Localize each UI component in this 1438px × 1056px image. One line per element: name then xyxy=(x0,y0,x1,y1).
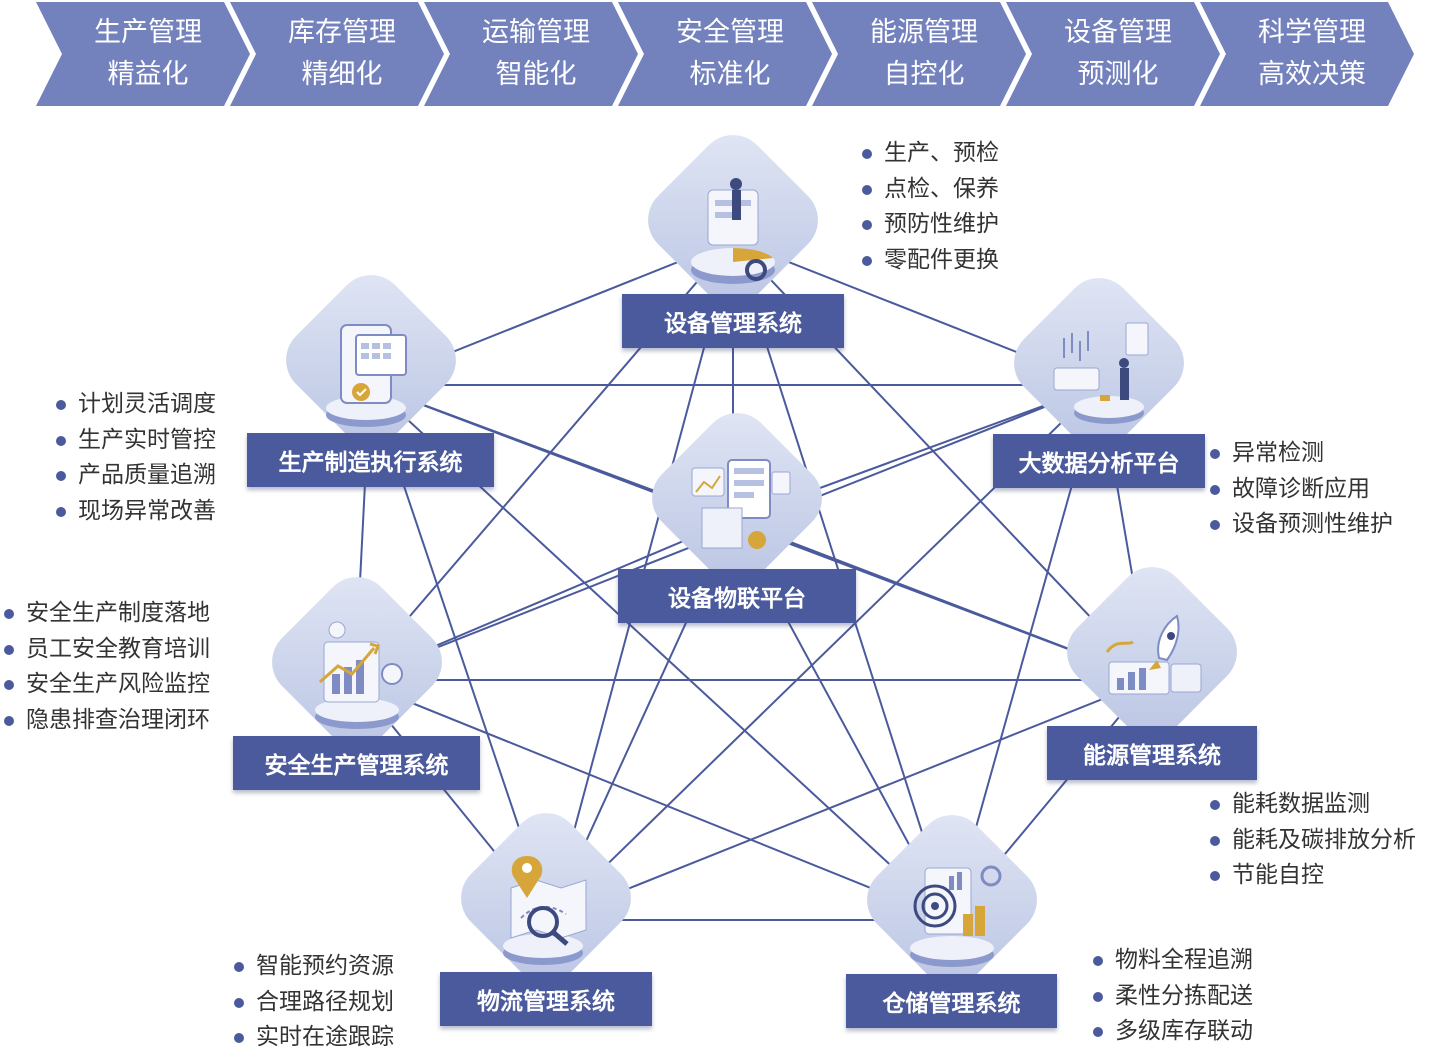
node-label: 物流管理系统 xyxy=(440,972,652,1026)
node-label: 设备物联平台 xyxy=(618,569,856,623)
feature-item: 设备预测性维护 xyxy=(1208,507,1393,543)
banner-step-title: 科学管理 xyxy=(1258,17,1366,48)
node-safety-production[interactable]: 安全生产管理系统 xyxy=(233,563,480,790)
node-label: 大数据分析平台 xyxy=(993,434,1205,488)
node-label: 设备管理系统 xyxy=(622,294,844,348)
banner-step-transport: 运输管理 智能化 xyxy=(424,2,638,106)
node-logistics-management[interactable]: 物流管理系统 xyxy=(440,799,652,1026)
banner: 生产管理 精益化 库存管理 精细化 运输管理 智能化 安全管理 标准化 能源管理… xyxy=(0,0,1438,110)
node-label: 仓储管理系统 xyxy=(846,974,1057,1028)
banner-step-title: 能源管理 xyxy=(870,17,978,48)
feature-item: 安全生产制度落地 xyxy=(2,596,210,632)
banner-step-subtitle: 高效决策 xyxy=(1258,59,1366,90)
feature-item: 实时在途跟踪 xyxy=(232,1020,394,1056)
feature-item: 安全生产风险监控 xyxy=(2,667,210,703)
node-energy-management[interactable]: 能源管理系统 xyxy=(1047,553,1257,780)
feature-item: 员工安全教育培训 xyxy=(2,632,210,668)
feature-item: 产品质量追溯 xyxy=(54,458,216,494)
banner-step-title: 库存管理 xyxy=(288,17,396,48)
feature-item: 生产实时管控 xyxy=(54,423,216,459)
node-label: 能源管理系统 xyxy=(1047,726,1257,780)
feature-list-bigdata: 异常检测 故障诊断应用 设备预测性维护 xyxy=(1208,436,1393,543)
feature-item: 异常检测 xyxy=(1208,436,1393,472)
data-analyst-icon xyxy=(1053,322,1149,424)
banner-step-safety: 安全管理 标准化 xyxy=(618,2,832,106)
feature-item: 能耗数据监测 xyxy=(1208,787,1416,823)
feature-item: 点检、保养 xyxy=(860,172,999,208)
feature-item: 合理路径规划 xyxy=(232,985,394,1021)
map-pin-icon xyxy=(503,856,587,965)
iot-dashboard-icon xyxy=(691,459,791,549)
node-mes[interactable]: 生产制造执行系统 xyxy=(247,261,494,487)
banner-step-subtitle: 精细化 xyxy=(301,59,383,90)
node-equipment-management[interactable]: 设备管理系统 xyxy=(622,121,844,348)
banner-step-subtitle: 预测化 xyxy=(1077,59,1159,90)
feature-list-energy: 能耗数据监测 能耗及碳排放分析 节能自控 xyxy=(1208,787,1416,894)
node-iot-platform[interactable]: 设备物联平台 xyxy=(618,399,856,623)
feature-item: 能耗及碳排放分析 xyxy=(1208,823,1416,859)
feature-item: 计划灵活调度 xyxy=(54,387,216,423)
feature-item: 多级库存联动 xyxy=(1091,1014,1253,1050)
feature-item: 智能预约资源 xyxy=(232,949,394,985)
node-big-data[interactable]: 大数据分析平台 xyxy=(993,264,1205,488)
feature-list-equipment: 生产、预检 点检、保养 预防性维护 零配件更换 xyxy=(860,136,999,278)
connector-line xyxy=(354,679,951,921)
feature-list-logistics: 智能预约资源 合理路径规划 实时在途跟踪 xyxy=(232,949,394,1056)
banner-step-inventory: 库存管理 精细化 xyxy=(230,2,444,106)
feature-item: 物料全程追溯 xyxy=(1091,943,1253,979)
rocket-chart-icon xyxy=(1105,614,1202,695)
feature-list-safety: 安全生产制度落地 员工安全教育培训 安全生产风险监控 隐患排查治理闭环 xyxy=(2,596,210,738)
banner-step-subtitle: 智能化 xyxy=(495,59,577,90)
node-warehouse-management[interactable]: 仓储管理系统 xyxy=(846,801,1057,1028)
banner-step-energy: 能源管理 自控化 xyxy=(812,2,1026,106)
target-chart-icon xyxy=(909,865,1001,967)
banner-step-title: 设备管理 xyxy=(1064,17,1172,48)
banner-step-title: 安全管理 xyxy=(676,17,784,48)
connector-line xyxy=(549,679,1151,921)
feature-list-mes: 计划灵活调度 生产实时管控 产品质量追溯 现场异常改善 xyxy=(54,387,216,529)
banner-step-title: 生产管理 xyxy=(94,17,202,48)
calendar-tablet-icon xyxy=(325,324,407,427)
node-label: 安全生产管理系统 xyxy=(233,736,480,790)
feature-item: 生产、预检 xyxy=(860,136,999,172)
feature-item: 故障诊断应用 xyxy=(1208,472,1393,508)
banner-step-subtitle: 精益化 xyxy=(107,59,189,90)
banner-step-equipment: 设备管理 预测化 xyxy=(1006,2,1220,106)
banner-step-decision: 科学管理 高效决策 xyxy=(1200,2,1414,106)
banner-step-title: 运输管理 xyxy=(482,17,590,48)
banner-step-production: 生产管理 精益化 xyxy=(36,2,250,106)
feature-item: 柔性分拣配送 xyxy=(1091,979,1253,1015)
equipment-analytics-icon xyxy=(691,178,775,284)
feature-item: 现场异常改善 xyxy=(54,494,216,530)
banner-step-subtitle: 自控化 xyxy=(883,59,965,90)
feature-list-warehouse: 物料全程追溯 柔性分拣配送 多级库存联动 xyxy=(1091,943,1253,1050)
node-label: 生产制造执行系统 xyxy=(247,433,494,487)
feature-item: 节能自控 xyxy=(1208,858,1416,894)
feature-item: 零配件更换 xyxy=(860,243,999,279)
feature-item: 隐患排查治理闭环 xyxy=(2,703,210,739)
growth-chart-icon xyxy=(314,621,403,729)
banner-step-subtitle: 标准化 xyxy=(689,59,771,90)
feature-item: 预防性维护 xyxy=(860,207,999,243)
